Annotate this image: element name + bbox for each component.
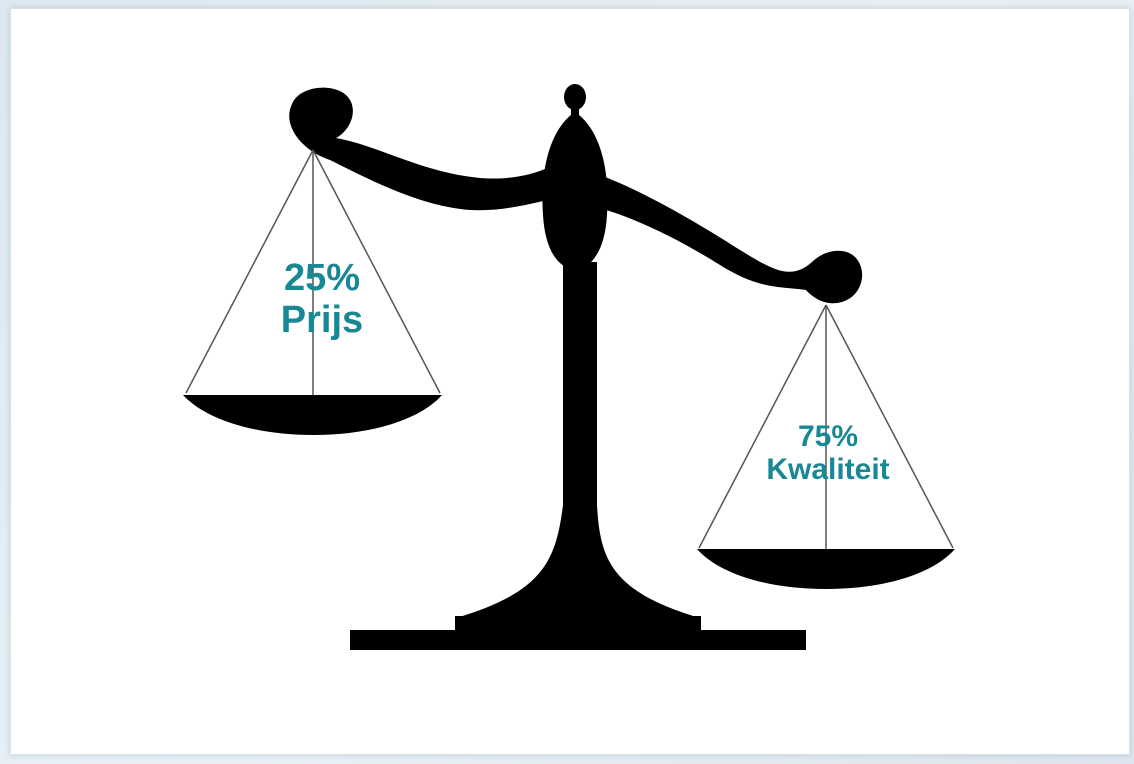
right-pan-label: 75% Kwaliteit — [723, 420, 933, 486]
scale-finial — [542, 84, 608, 270]
left-pan-dish — [183, 395, 442, 435]
right-pan-title: Kwaliteit — [766, 453, 890, 486]
left-pan-label: 25% Prijs — [232, 257, 412, 342]
left-pan-strings — [185, 149, 441, 397]
left-pan-percent: 25% — [283, 257, 361, 299]
scale-base — [350, 616, 806, 650]
left-pan-title: Prijs — [280, 298, 364, 341]
right-pan-dish — [697, 549, 955, 589]
right-pan-strings — [698, 304, 954, 551]
right-pan-percent: 75% — [797, 420, 859, 453]
scale-column — [456, 262, 700, 618]
